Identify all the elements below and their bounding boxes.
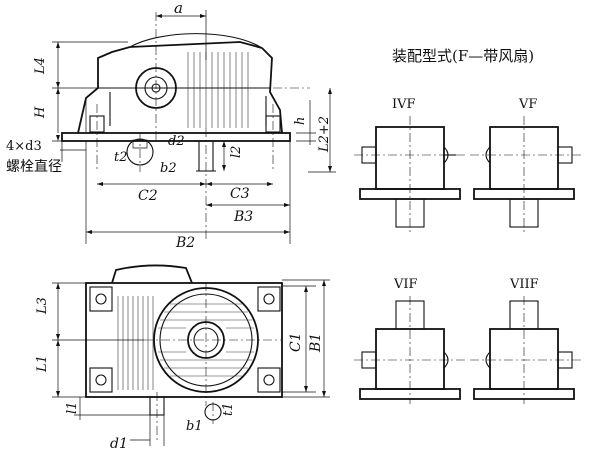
dim-L3: L3 (35, 297, 50, 315)
dim-t1: t1 (221, 403, 236, 417)
assembly-vif: VIF (354, 277, 466, 404)
assembly-title: 装配型式(F—带风扇) (392, 47, 534, 65)
dim-B2: B2 (175, 235, 195, 251)
dim-L2-plus-2: L2+2 (317, 116, 332, 153)
dim-d2: d2 (168, 134, 185, 149)
dim-C1: C1 (288, 332, 304, 352)
dim-l1: l1 (65, 402, 80, 414)
assembly-ivf-label: IVF (392, 97, 416, 112)
assembly-viif: VIIF (470, 277, 582, 404)
assembly-vif-label: VIF (393, 277, 418, 292)
assembly-vf: VF (470, 97, 582, 232)
front-view-dimensions (52, 10, 336, 244)
dim-C3: C3 (230, 186, 250, 202)
dim-L4: L4 (33, 57, 48, 75)
bolt-note-line1: 4×d3 (6, 139, 42, 154)
dim-L1: L1 (35, 355, 50, 373)
dim-C2: C2 (138, 188, 158, 204)
dim-l2: l2 (229, 146, 244, 158)
dim-a: a (174, 0, 183, 17)
dim-b1: b1 (186, 419, 203, 434)
dim-h: h (293, 117, 308, 125)
dim-B3: B3 (233, 209, 253, 225)
plan-view (85, 264, 283, 440)
dim-H: H (33, 106, 48, 119)
plan-view-dimensions (52, 279, 330, 446)
dim-b2: b2 (160, 161, 177, 176)
front-view (61, 12, 310, 240)
dim-t2: t2 (114, 150, 128, 165)
assembly-vf-label: VF (518, 97, 537, 112)
dim-B1: B1 (308, 333, 324, 353)
dim-d1: d1 (110, 436, 128, 452)
bolt-note-line2: 螺栓直径 (6, 158, 62, 175)
assembly-viif-label: VIIF (509, 277, 539, 292)
assembly-ivf: IVF (354, 97, 466, 232)
